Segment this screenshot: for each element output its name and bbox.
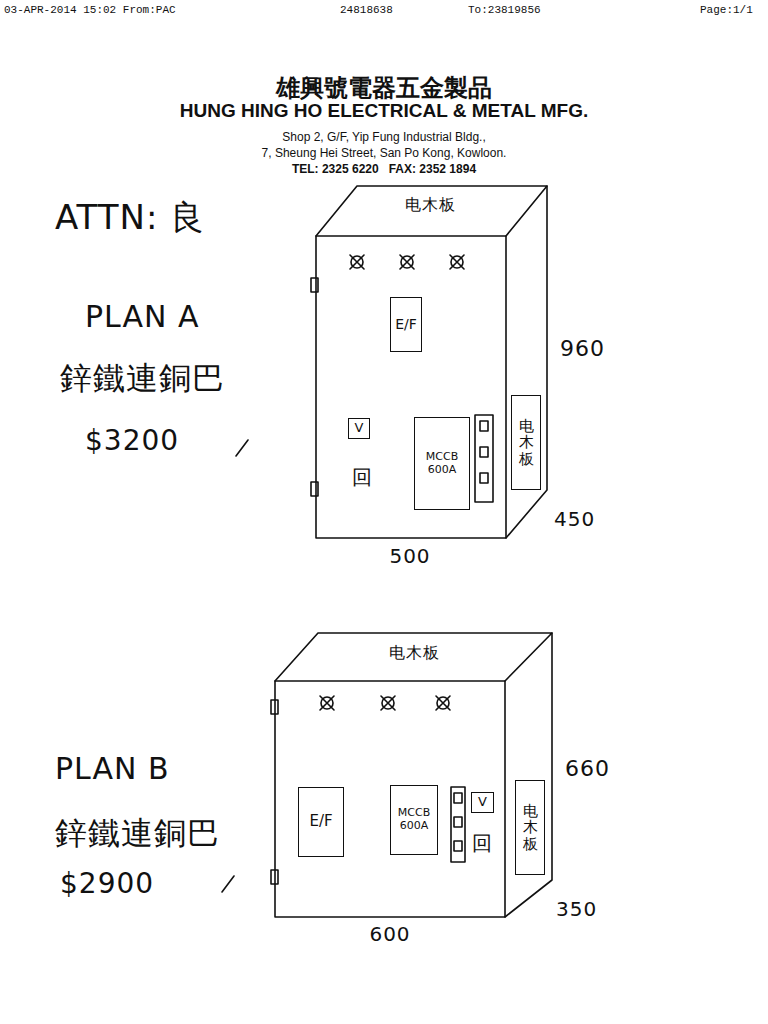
plan-name: PLAN B [55,752,170,787]
vertical-panel-label: 电木板 [519,418,534,468]
dimension: 960 [560,336,605,361]
fax-header: Page:1/1 [700,4,753,17]
tick-mark [236,440,248,456]
door-hinge [271,700,278,884]
device-label: V [355,421,364,436]
company-name-chinese: 雄興號電器五金製品 [276,74,492,102]
voltmeter-box: V [348,418,370,439]
cabinet-top [275,633,552,681]
company-name: HUNG HING HO ELECTRICAL & METAL MFG. [180,100,589,122]
fax-header: 03-APR-2014 15:02 From:PAC [4,4,176,17]
cabinet-top [316,186,547,236]
mccb-box: MCCB 600A [390,785,438,855]
cabinet-side [505,633,552,917]
fax-header: To:23819856 [468,4,541,17]
price: $2900 [60,868,154,900]
plan-name: PLAN A [85,300,200,335]
vertical-panel-label: 电木板 [523,803,538,853]
side-bakelite-panel: 电木板 [511,395,541,490]
voltmeter-box: V [471,792,494,813]
dimension: 600 [369,923,410,946]
switch-symbol: 回 [472,832,493,855]
dimension: 350 [556,898,597,921]
door-hinge [311,278,318,496]
attention-note: ATTN: 良 [55,198,205,237]
device-label: MCCB 600A [417,451,467,476]
cabinet-front [275,681,505,917]
price: $3200 [85,425,179,457]
dimension: 660 [565,756,610,781]
address-line: Shop 2, G/F, Yip Fung Industrial Bldg., [282,131,485,145]
top-panel-note: 电木板 [405,196,456,214]
dimension: 450 [554,508,595,531]
terminal-strip [475,415,493,502]
switch-symbol: 回 [352,466,373,489]
top-panel-note: 电木板 [389,644,440,662]
indicator-lamps [350,255,464,269]
indicator-lamps [320,696,450,710]
device-label: MCCB 600A [393,807,435,832]
side-bakelite-panel: 电木板 [515,780,545,875]
earth-fault-relay-box: E/F [390,297,422,352]
tick-mark [222,876,234,892]
fax-header: 24818638 [340,4,393,17]
earth-fault-relay-box: E/F [298,787,344,857]
device-label: E/F [395,316,417,332]
device-label: E/F [309,813,332,830]
cabinet-front [316,236,506,538]
mccb-box: MCCB 600A [414,417,470,510]
address-line: 7, Sheung Hei Street, San Po Kong, Kowlo… [262,147,507,161]
device-label: V [478,795,487,810]
cabinet-side [506,186,547,538]
material-note: 鋅鐵連銅巴 [60,360,225,397]
dimension: 500 [389,545,430,568]
material-note: 鋅鐵連銅巴 [55,815,220,852]
contact-line: TEL: 2325 6220 FAX: 2352 1894 [292,163,476,177]
terminal-strip [451,787,465,862]
